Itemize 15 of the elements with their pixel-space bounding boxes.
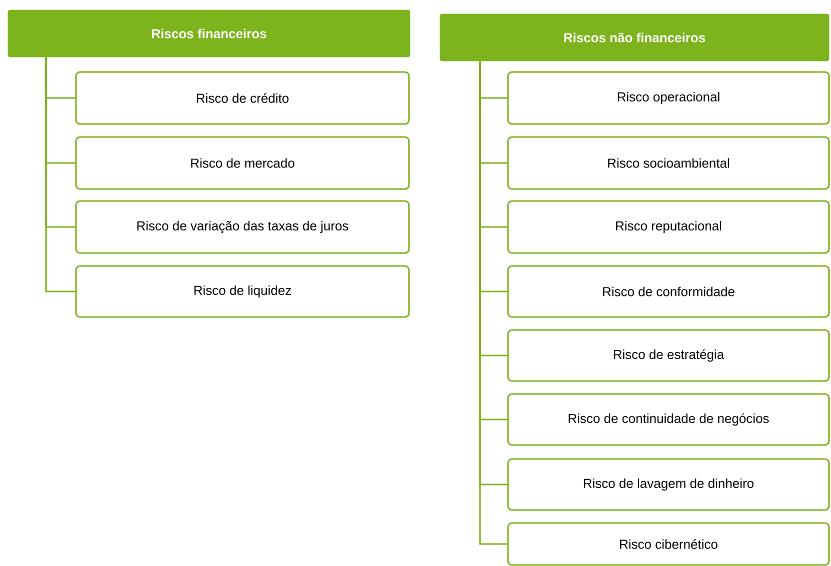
risk-box: Risco de continuidade de negócios bbox=[507, 393, 830, 446]
risk-box: Risco socioambiental bbox=[507, 136, 830, 190]
header-box: Riscos financeiros bbox=[8, 10, 410, 58]
risk-box: Risco de variação das taxas de juros bbox=[75, 200, 410, 254]
risk-box: Risco cibernético bbox=[507, 522, 830, 566]
connector-line bbox=[45, 57, 76, 292]
header-box: Riscos não financeiros bbox=[440, 14, 830, 62]
risk-box: Risco operacional bbox=[507, 71, 830, 125]
risk-box: Risco de estratégia bbox=[507, 329, 830, 382]
risk-box: Risco de crédito bbox=[75, 71, 410, 125]
risk-box: Risco reputacional bbox=[507, 200, 830, 254]
risk-box: Risco de mercado bbox=[75, 136, 410, 190]
risk-box: Risco de lavagem de dinheiro bbox=[507, 458, 830, 511]
risk-box: Risco de conformidade bbox=[507, 265, 830, 318]
risk-box: Risco de liquidez bbox=[75, 265, 410, 318]
